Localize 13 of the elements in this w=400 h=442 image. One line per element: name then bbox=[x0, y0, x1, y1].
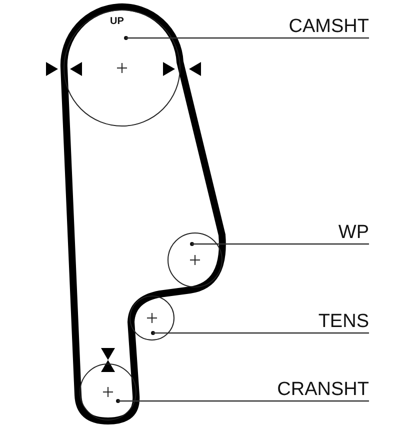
pulley-circle bbox=[78, 362, 138, 422]
leader-line bbox=[216, 243, 369, 245]
leader-line bbox=[172, 37, 369, 39]
pulley-circle bbox=[62, 8, 182, 128]
leader-line bbox=[134, 400, 369, 402]
part-label: CRANSHT bbox=[277, 380, 369, 400]
leader-line bbox=[168, 332, 369, 334]
pulley-circle bbox=[128, 294, 176, 342]
position-label: UP bbox=[110, 16, 124, 27]
part-label: CAMSHT bbox=[288, 17, 369, 37]
part-label: TENS bbox=[318, 312, 369, 332]
pulley-circle bbox=[166, 231, 224, 289]
part-label: WP bbox=[338, 223, 369, 243]
